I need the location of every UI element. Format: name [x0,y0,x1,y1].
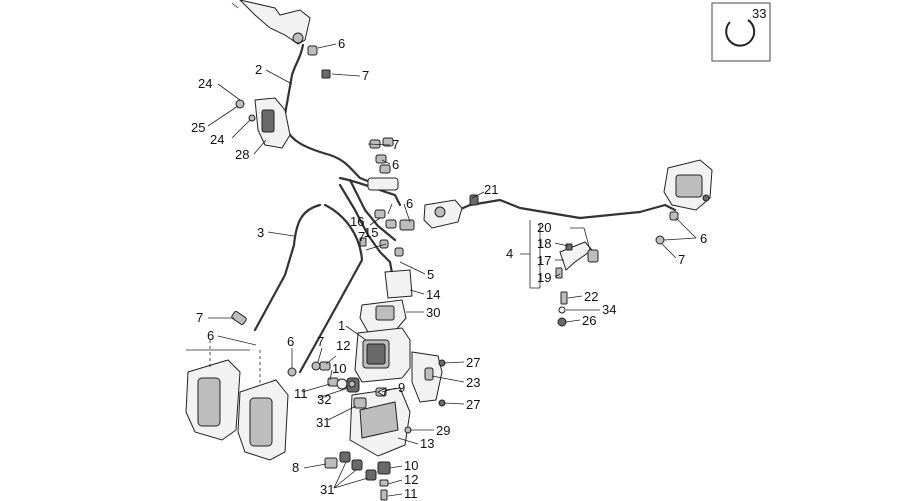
callout-6-mid: 6 [392,157,399,172]
callout-28: 28 [235,147,249,162]
callout-7-mid: 7 [392,137,399,152]
callout-6-center: 6 [406,196,413,211]
callout-6-left: 6 [207,328,214,343]
callout-33: 33 [752,6,766,21]
callout-9: 9 [398,380,405,395]
callout-8: 8 [292,460,299,475]
callout-20: 20 [537,220,551,235]
callout-22: 22 [584,289,598,304]
callout-17: 17 [537,253,551,268]
callout-21: 21 [484,182,498,197]
callout-31-a: 31 [316,415,330,430]
hose-clamp-bracket [555,241,599,279]
callout-2: 2 [255,62,262,77]
front-brake-calipers [185,310,289,461]
callout-26: 26 [582,313,596,328]
callout-6-top: 6 [338,36,345,51]
callout-7-center: 7 [358,229,365,244]
callout-32: 32 [317,392,331,407]
rear-caliper-bracket [235,97,291,149]
callout-14: 14 [426,287,440,302]
callout-7-right: 7 [678,252,685,267]
callout-13: 13 [420,436,434,451]
callout-16: 16 [350,214,364,229]
rear-brake-caliper [655,159,713,245]
callout-4: 4 [506,246,513,261]
callout-12-a: 12 [336,338,350,353]
callout-31-b: 31 [320,482,334,497]
callout-11-b: 11 [404,486,418,501]
junction-fittings [367,137,399,191]
callout-10-b: 10 [404,458,418,473]
callout-23: 23 [466,375,480,390]
callout-34: 34 [602,302,616,317]
abs-upper-bracket [359,269,413,333]
callout-15: 15 [364,225,378,240]
callout-24-a: 24 [198,76,212,91]
callout-6-low: 6 [287,334,294,349]
callout-29: 29 [436,423,450,438]
callout-27-b: 27 [466,397,480,412]
callout-5: 5 [427,267,434,282]
front-master-cylinder [231,0,311,45]
callout-labels: 33 6 7 2 24 25 24 28 7 6 21 6 16 7 15 3 … [191,6,766,501]
abs-control-unit [354,327,411,383]
brake-hoses [253,43,677,374]
callout-30: 30 [426,305,440,320]
bracket-hardware [557,291,568,327]
callout-3: 3 [257,225,264,240]
callout-27-a: 27 [466,355,480,370]
callout-10-a: 10 [332,361,346,376]
callout-7-left: 7 [196,310,203,325]
callout-6-right: 6 [700,231,707,246]
callout-25: 25 [191,120,205,135]
callout-12-b: 12 [404,472,418,487]
circlip-icon [725,19,756,47]
abs-side-bracket [411,351,446,407]
top-fittings [307,45,331,79]
callout-11-a: 11 [294,386,308,401]
leader-lines [207,43,697,497]
callout-24-b: 24 [210,132,224,147]
callout-7-top: 7 [362,68,369,83]
inset-box-circlip [711,2,771,62]
callout-18: 18 [537,236,551,251]
callout-1: 1 [338,318,345,333]
lower-mounting-hardware [324,451,391,501]
abs-lower-bracket [346,377,412,457]
rear-master-cylinder [399,194,479,231]
callout-7-low: 7 [317,334,324,349]
callout-19: 19 [537,270,551,285]
